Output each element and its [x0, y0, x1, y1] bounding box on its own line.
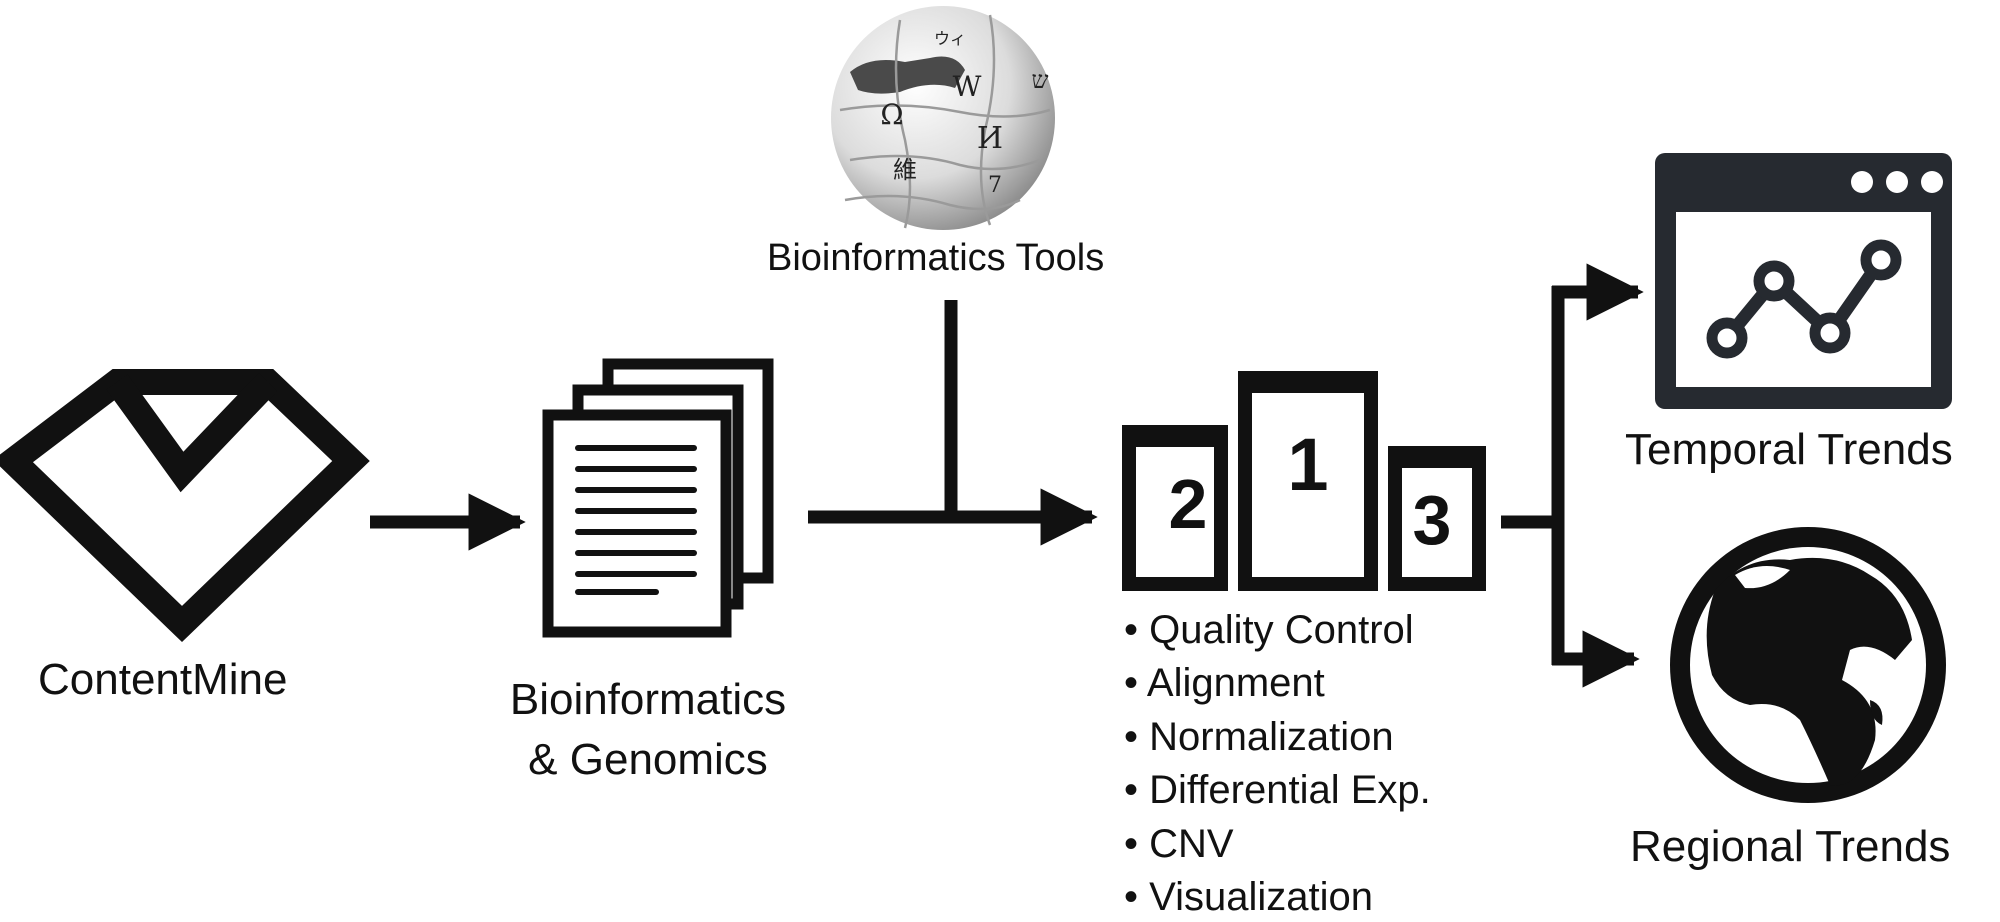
step-item: • Visualization [1124, 875, 1373, 920]
svg-text:7: 7 [988, 173, 1002, 198]
rank-1-label: 1 [1287, 423, 1328, 506]
wikipedia-globe-icon: Ω W И 維 ウィ ש 7 [831, 6, 1055, 230]
svg-text:И: И [977, 121, 1003, 156]
step-item: • Normalization [1124, 714, 1394, 759]
papers-label-line2: & Genomics [528, 735, 768, 784]
contentmine-logo-icon [0, 369, 370, 643]
svg-text:Ω: Ω [880, 98, 903, 131]
podium-block-3 [1388, 446, 1486, 591]
step-item: • Alignment [1124, 661, 1325, 706]
earth-globe-icon [1670, 527, 1946, 803]
step-item: • Quality Control [1124, 608, 1414, 652]
documents-stack-icon [542, 358, 774, 638]
podium-icon: 2 1 3 [1122, 371, 1486, 591]
temporal-trends-label: Temporal Trends [1625, 425, 1953, 474]
svg-text:ש: ש [1032, 66, 1049, 94]
pipeline-steps-list: • Quality Control • Alignment • Normaliz… [1124, 604, 1431, 922]
step-item: • CNV [1124, 821, 1234, 866]
rank-2-label: 2 [1169, 465, 1208, 543]
podium-block-1 [1238, 371, 1378, 591]
svg-text:維: 維 [893, 156, 917, 184]
rank-3-label: 3 [1413, 481, 1452, 559]
papers-label: Bioinformatics & Genomics [478, 670, 818, 790]
svg-text:ウィ: ウィ [934, 29, 966, 48]
tools-label: Bioinformatics Tools [767, 237, 1105, 279]
regional-trends-label: Regional Trends [1630, 822, 1951, 871]
svg-text:W: W [953, 70, 982, 103]
podium-block-2 [1122, 425, 1228, 591]
split-arrows [1501, 263, 1644, 688]
step-item: • Differential Exp. [1124, 768, 1431, 813]
contentmine-label: ContentMine [38, 655, 288, 704]
line-chart-window-icon [1655, 153, 1952, 409]
papers-label-line1: Bioinformatics [509, 675, 787, 724]
